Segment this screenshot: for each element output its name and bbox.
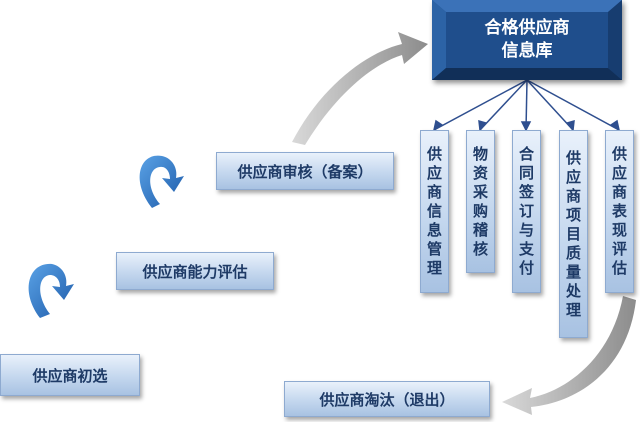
turn-arrow-icon [28,263,74,318]
connector-arrowhead [565,119,575,132]
library-bevel [432,0,622,80]
qualified-supplier-library: 合格供应商 信息库 [432,0,622,80]
step-review-filing: 供应商审核（备案） [216,152,394,190]
step-capability-assessment: 供应商能力评估 [116,252,274,290]
connector-line [526,79,620,131]
library-connectors [432,79,621,132]
connector-arrowhead [478,119,488,132]
module-supplier-info-management: 供应商信息管理 [420,130,449,293]
module-supplier-project-quality-handling: 供应商项目质量处理 [559,130,588,338]
turn-arrow-icon [139,155,184,208]
connector-line [526,79,574,131]
curved-arrow-to-elimination [502,296,636,415]
connector-line [433,79,528,131]
connector-arrowhead [432,119,444,132]
module-contract-signing-payment: 合同签订与支付 [512,130,541,293]
step-initial-selection: 供应商初选 [0,354,140,396]
library-title-line2: 信息库 [501,41,553,61]
connector-line [479,79,528,131]
module-material-procurement-audit: 物资采购稽核 [466,130,495,273]
module-supplier-performance-evaluation: 供应商表现评估 [605,130,634,293]
step-elimination-exit: 供应商淘汰（退出） [284,381,490,417]
library-title-line1: 合格供应商 [484,18,570,38]
curved-arrow-to-library [292,32,428,145]
connector-arrowhead [609,119,621,132]
connector-arrowhead [520,121,532,132]
